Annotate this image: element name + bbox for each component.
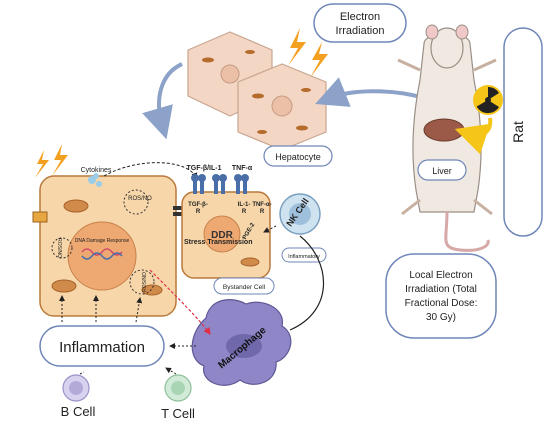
tnf-a-r-label-1: TNF-α-	[252, 202, 271, 208]
nk-to-macrophage-line	[289, 235, 325, 331]
svg-text:Cytokines: Cytokines	[81, 167, 112, 174]
t-cell: T Cell	[161, 374, 195, 421]
inflammation-label: Inflammation	[39, 325, 165, 367]
electron-irradiation-line1: Electron	[340, 11, 380, 23]
svg-text:30 Gy): 30 Gy)	[426, 312, 456, 323]
gap-junction-icon	[32, 206, 185, 223]
b-cell-arrow	[79, 371, 85, 375]
tnf-a-label: TNF-α	[232, 165, 253, 172]
svg-text:Hepatocyte: Hepatocyte	[275, 152, 321, 162]
electron-irradiation-label: Electron Irradiation	[313, 3, 407, 43]
liver-label: Liver	[417, 159, 467, 181]
t-cell-arrow	[165, 367, 177, 375]
inflammatory-label: Inflammatory	[281, 247, 327, 263]
svg-text:Local Electron: Local Electron	[409, 270, 472, 281]
svg-text:Rat: Rat	[510, 121, 526, 143]
inflammation-arrow-up-3	[135, 297, 143, 323]
bystander-cell-label: Bystander Cell	[213, 277, 275, 295]
dna-damage-response: DNA Damage Response	[75, 238, 130, 244]
svg-text:Bystander Cell: Bystander Cell	[223, 284, 266, 291]
radiation-arrow	[454, 117, 493, 155]
svg-text:Liver: Liver	[432, 166, 452, 176]
il1-r-label-1: IL-1-	[238, 202, 251, 208]
b-cell: B Cell	[61, 374, 96, 419]
radiation-hazard-icon	[473, 85, 503, 115]
ddr-label: DDR	[211, 230, 233, 241]
rat-label: Rat	[503, 27, 543, 237]
arrow-hepatocyte-to-cells	[142, 62, 183, 140]
irradiated-cell	[39, 175, 177, 317]
cytokines-label: Cytokines	[81, 167, 112, 187]
ros-no-left: ROS/NO	[56, 238, 62, 258]
electron-irradiation-line2: Irradiation	[336, 25, 385, 37]
svg-text:Inflammatory: Inflammatory	[288, 254, 320, 260]
b-cell-label: B Cell	[61, 404, 96, 419]
macrophage: Macrophage	[191, 299, 292, 386]
il1-r-label-2: R	[242, 209, 247, 215]
bystander-cell: DDR	[181, 191, 271, 279]
red-dashed-arrow	[149, 269, 211, 335]
rat-illustration	[397, 24, 497, 252]
ros-no-right: ROS/NO	[142, 272, 148, 292]
ros-no-top: ROS/NO	[128, 196, 152, 202]
receptor-icons	[191, 174, 249, 194]
lightning-icon	[35, 28, 328, 178]
tgf-b-r-label-2: R	[196, 209, 201, 215]
hepatocyte-cells	[187, 31, 327, 151]
nk-cell: NK Cell	[279, 193, 321, 235]
stress-transmission-label: Stress Transmission	[184, 239, 252, 246]
svg-text:Inflammation: Inflammation	[59, 339, 145, 356]
arrow-liver-to-hepatocyte	[315, 77, 425, 107]
svg-text:Fractional Dose:: Fractional Dose:	[405, 298, 478, 309]
tnf-a-r-label-2: R	[260, 209, 265, 215]
t-cell-label: T Cell	[161, 406, 195, 421]
cytokines-arrow	[103, 162, 198, 179]
dose-label: Local Electron Irradiation (Total Fracti…	[385, 253, 497, 339]
tgf-b-r-label-1: TGF-β-	[188, 202, 208, 208]
tgf-b-il1-label: TGF-β/IL-1	[187, 165, 222, 172]
hepatocyte-label: Hepatocyte	[263, 145, 333, 167]
svg-text:Irradiation (Total: Irradiation (Total	[405, 284, 477, 295]
